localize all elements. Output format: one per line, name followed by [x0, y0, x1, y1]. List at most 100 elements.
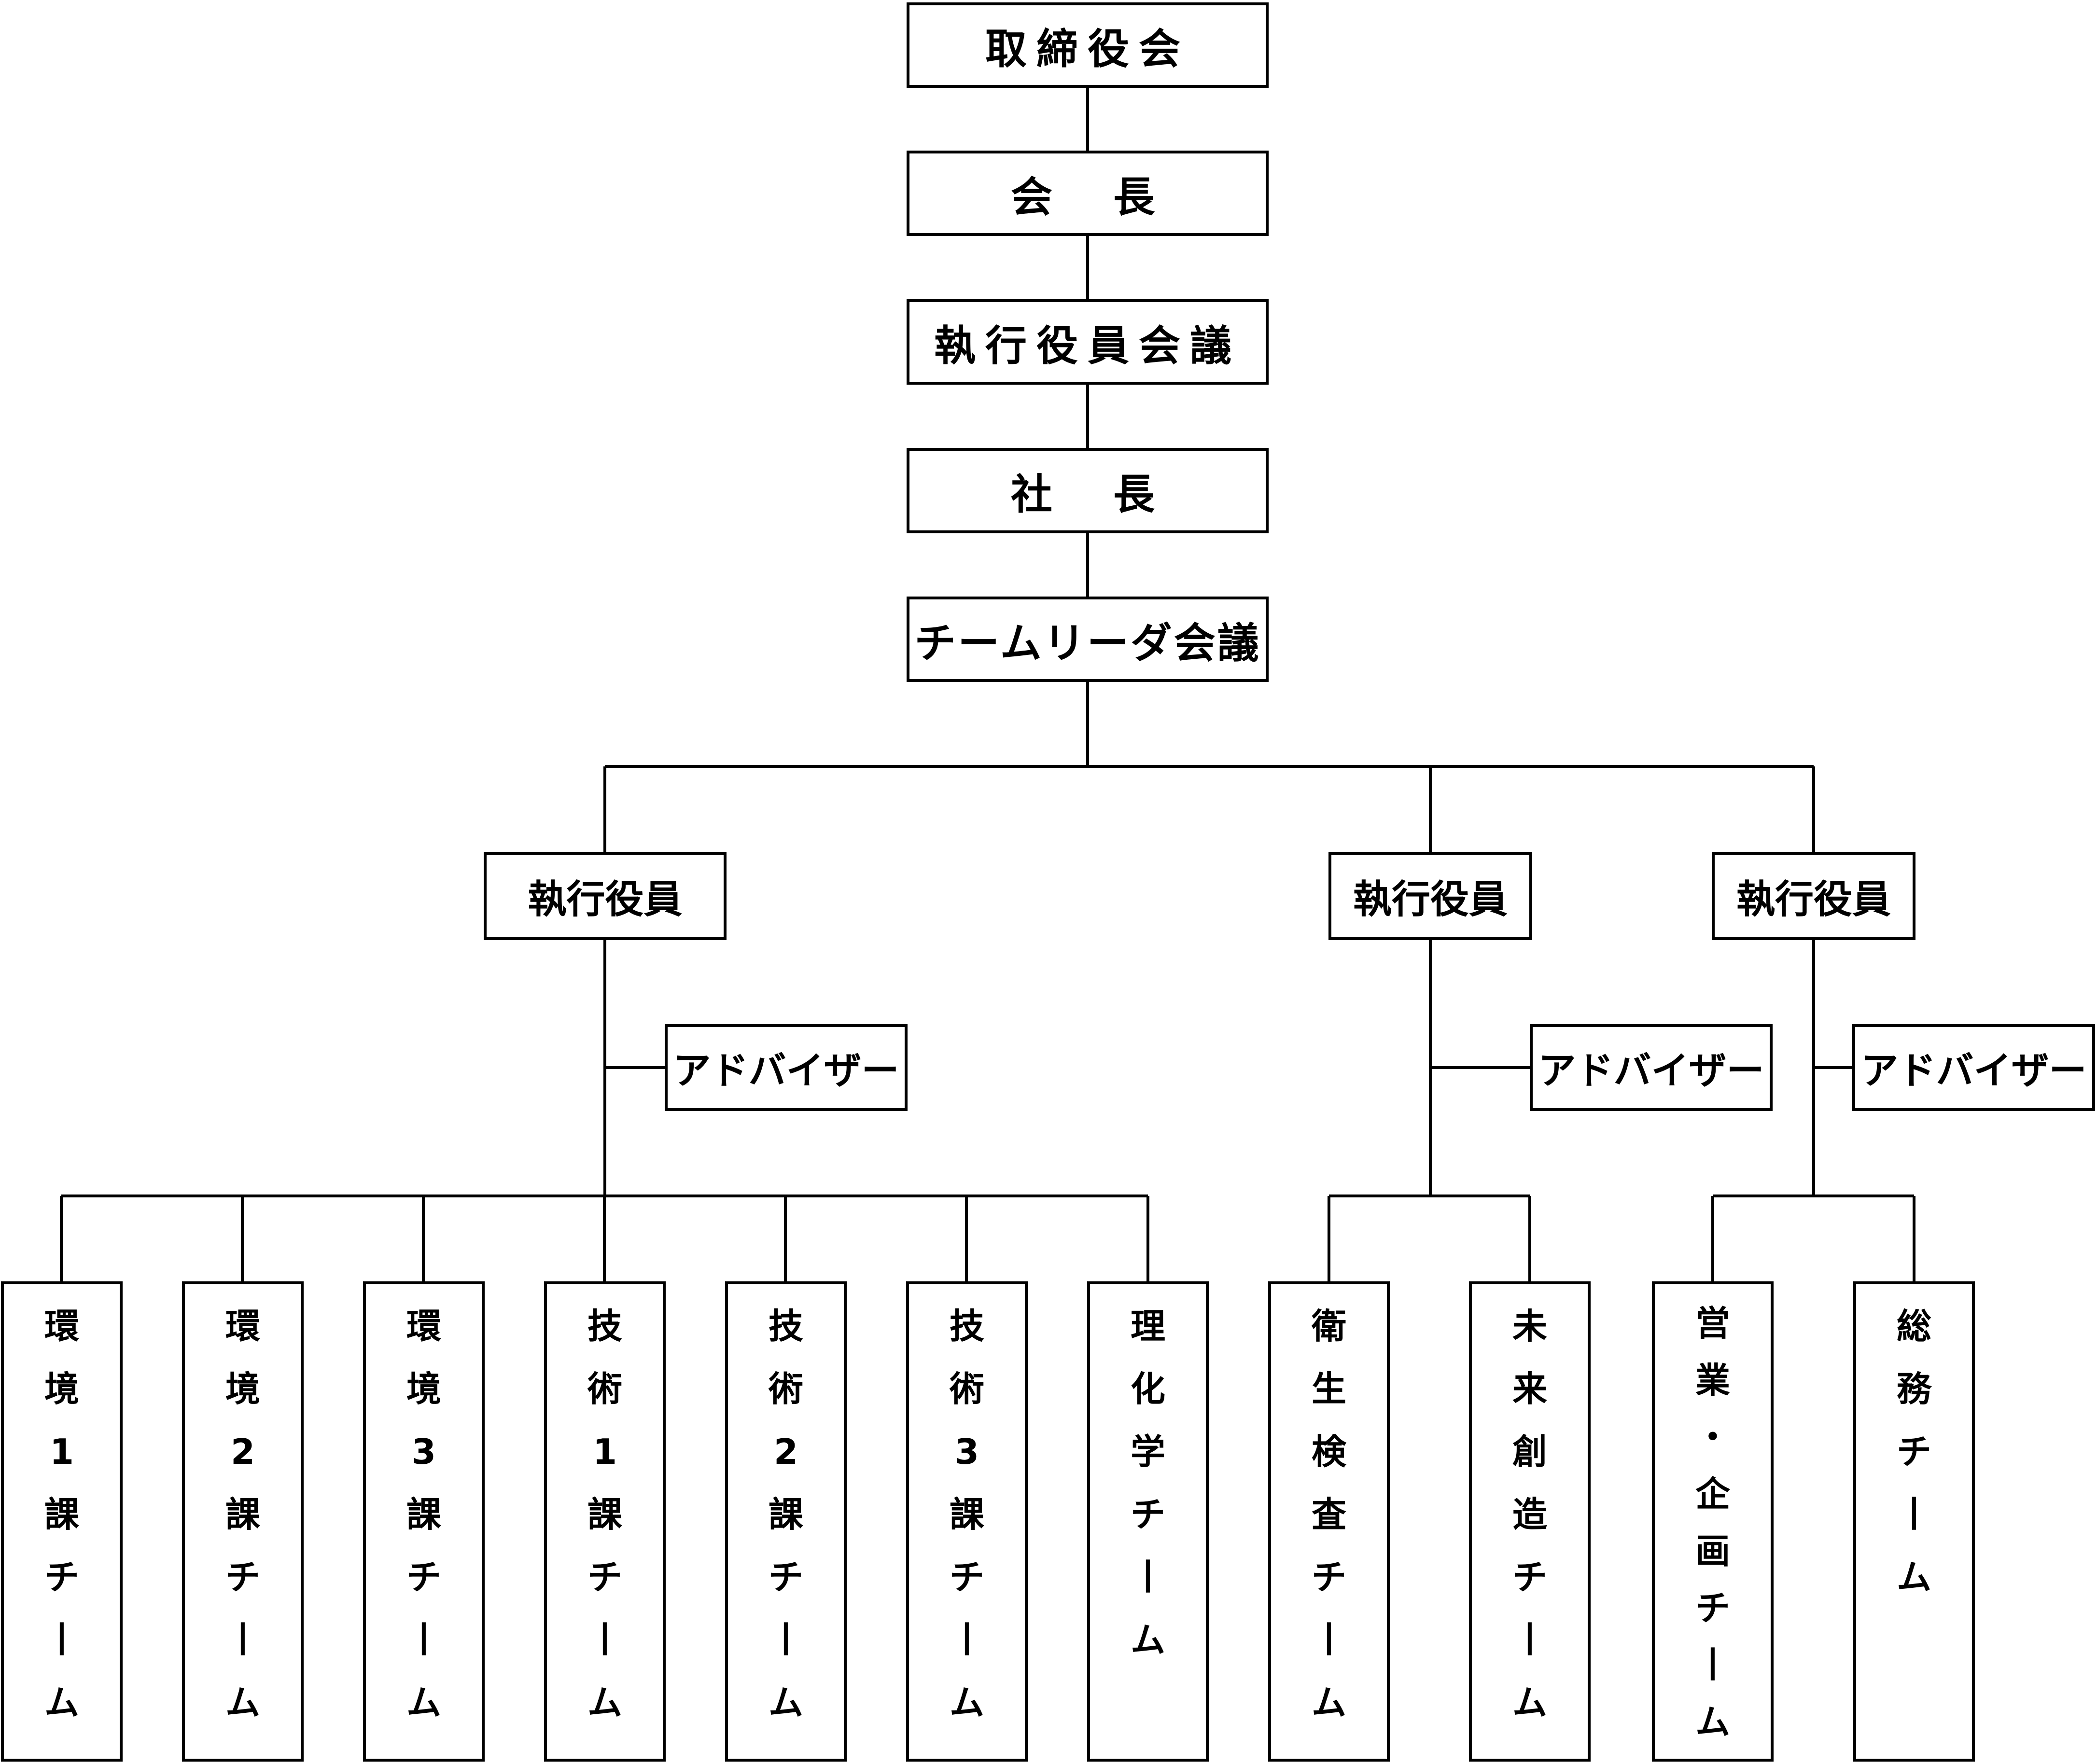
team-label-char: 環	[44, 1306, 79, 1347]
team-label-char: 環	[406, 1306, 441, 1347]
leader-meeting-box: チームリーダ会議	[907, 597, 1269, 682]
exec-label-2: 執行役員	[1353, 876, 1508, 922]
team-label-char: 画	[1695, 1531, 1730, 1571]
team-label-char: 業	[1695, 1360, 1730, 1401]
team-label-char: 検	[1311, 1431, 1346, 1472]
team-label-char: ム	[44, 1682, 79, 1723]
team-box: 営業・企画チ丨ム	[1652, 1281, 1774, 1762]
team-label-char: ム	[1311, 1682, 1346, 1723]
team-box: 環境 1 課チ丨ム	[1, 1281, 123, 1762]
team-label-char: 境	[225, 1369, 260, 1409]
team-label-char: 3	[954, 1431, 979, 1472]
team-box: 総務チ丨ム	[1853, 1281, 1975, 1762]
team-label-char: 課	[949, 1494, 984, 1535]
team-label-char: 総	[1896, 1306, 1931, 1347]
team-label-char: チ	[44, 1557, 79, 1597]
team-label-char: 術	[949, 1369, 984, 1409]
team-label-char: 技	[587, 1306, 622, 1347]
team-label-char: 創	[1512, 1431, 1547, 1472]
team-label-char: 術	[587, 1369, 622, 1409]
team-label-char: チ	[949, 1557, 984, 1597]
advisor-box-3: アドバイザー	[1852, 1024, 2095, 1111]
team-box: 衛生検査チ丨ム	[1268, 1281, 1390, 1762]
team-label-char: 3	[411, 1431, 436, 1472]
team-label-char: 1	[49, 1431, 74, 1472]
team-label-char: チ	[1130, 1494, 1165, 1535]
team-label-char: 環	[225, 1306, 260, 1347]
team-label-char: 営	[1695, 1303, 1730, 1344]
team-box: 理化学チ丨ム	[1087, 1281, 1209, 1762]
team-label-char: 丨	[44, 1620, 79, 1660]
team-label-char: ム	[1512, 1682, 1547, 1723]
advisor-box-2: アドバイザー	[1530, 1024, 1773, 1111]
team-box: 技術 3 課チ丨ム	[906, 1281, 1028, 1762]
board-box: 取締役会	[907, 2, 1269, 88]
team-label-char: ム	[406, 1682, 441, 1723]
chairman-label: 会 長	[1011, 173, 1164, 222]
team-label-char: チ	[406, 1557, 441, 1597]
team-label-char: 課	[44, 1494, 79, 1535]
team-label-char: 企	[1695, 1474, 1730, 1514]
team-box: 環境 3 課チ丨ム	[363, 1281, 485, 1762]
team-label-char: 化	[1130, 1369, 1165, 1409]
chairman-box: 会 長	[907, 151, 1269, 236]
team-label-char: 丨	[1512, 1620, 1547, 1660]
team-label-char: 造	[1512, 1494, 1547, 1535]
team-label-char: 丨	[1311, 1620, 1346, 1660]
exec-label-1: 執行役員	[528, 876, 683, 922]
advisor-label-3: アドバイザー	[1860, 1049, 2087, 1093]
team-label-char: 丨	[1896, 1494, 1931, 1535]
team-label-char: 衛	[1311, 1306, 1346, 1347]
team-label-char: 査	[1311, 1494, 1346, 1535]
exec-meeting-box: 執行役員会議	[907, 299, 1269, 385]
team-label-char: ム	[1695, 1702, 1730, 1742]
team-label-char: ム	[1896, 1557, 1931, 1597]
president-box: 社 長	[907, 448, 1269, 533]
team-label-char: チ	[1695, 1588, 1730, 1628]
advisor-box-1: アドバイザー	[665, 1024, 908, 1111]
team-label-char: ム	[768, 1682, 803, 1723]
team-label-char: 技	[768, 1306, 803, 1347]
connector-lines	[60, 88, 1915, 1281]
team-label-char: 丨	[949, 1620, 984, 1660]
team-label-char: チ	[587, 1557, 622, 1597]
team-label-char: 丨	[406, 1620, 441, 1660]
team-label-char: 来	[1512, 1369, 1547, 1409]
team-label-char: 丨	[1130, 1557, 1165, 1597]
team-box: 未来創造チ丨ム	[1469, 1281, 1591, 1762]
team-label-char: ム	[949, 1682, 984, 1723]
team-label-char: 2	[773, 1431, 798, 1472]
team-label-char: 術	[768, 1369, 803, 1409]
team-label-char: 未	[1512, 1306, 1547, 1347]
team-label-char: 丨	[587, 1620, 622, 1660]
team-label-char: 課	[587, 1494, 622, 1535]
team-label-char: 丨	[1695, 1645, 1730, 1685]
team-label-char: チ	[1311, 1557, 1346, 1597]
team-label-char: 丨	[768, 1620, 803, 1660]
advisor-label-1: アドバイザー	[673, 1049, 899, 1093]
exec-label-3: 執行役員	[1736, 876, 1891, 922]
advisor-label-2: アドバイザー	[1538, 1049, 1764, 1093]
team-label-char: チ	[1512, 1557, 1547, 1597]
team-label-char: ム	[225, 1682, 260, 1723]
team-label-char: 課	[225, 1494, 260, 1535]
exec-box-3: 執行役員	[1712, 852, 1915, 940]
team-box: 技術 1 課チ丨ム	[544, 1281, 666, 1762]
team-label-char: 境	[44, 1369, 79, 1409]
team-label-char: 課	[768, 1494, 803, 1535]
team-label-char: チ	[768, 1557, 803, 1597]
team-label-char: 技	[949, 1306, 984, 1347]
team-label-char: 生	[1311, 1369, 1346, 1409]
team-label-char: ・	[1695, 1417, 1730, 1458]
team-label-char: ム	[587, 1682, 622, 1723]
team-label-char: 課	[406, 1494, 441, 1535]
team-label-char: 丨	[225, 1620, 260, 1660]
board-label: 取締役会	[985, 25, 1190, 73]
team-label-char: 境	[406, 1369, 441, 1409]
team-label-char: チ	[1896, 1431, 1931, 1472]
exec-meeting-label: 執行役員会議	[934, 322, 1241, 370]
exec-box-2: 執行役員	[1328, 852, 1532, 940]
team-label-char: 1	[592, 1431, 617, 1472]
